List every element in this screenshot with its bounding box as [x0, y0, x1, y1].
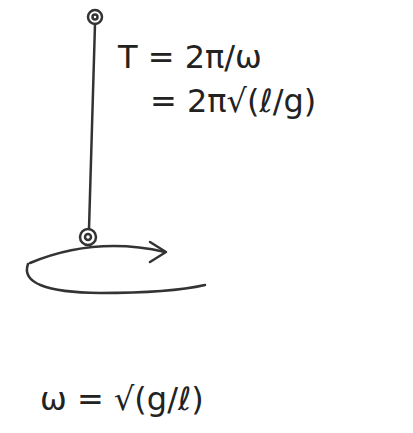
rotation-arrow [30, 246, 165, 263]
rotation-arc [27, 264, 205, 293]
period-formula: T = 2π/ω [118, 40, 262, 75]
period-formula-expanded: = 2π√(ℓ/g) [150, 84, 316, 119]
bob-center [85, 234, 91, 240]
angular-frequency-formula: ω = √(g/ℓ) [40, 382, 204, 417]
pendulum-bob [80, 229, 96, 245]
pivot [88, 10, 102, 24]
pendulum-string [89, 24, 95, 229]
rotation-arrowhead [150, 242, 166, 262]
pivot-center [93, 15, 98, 20]
